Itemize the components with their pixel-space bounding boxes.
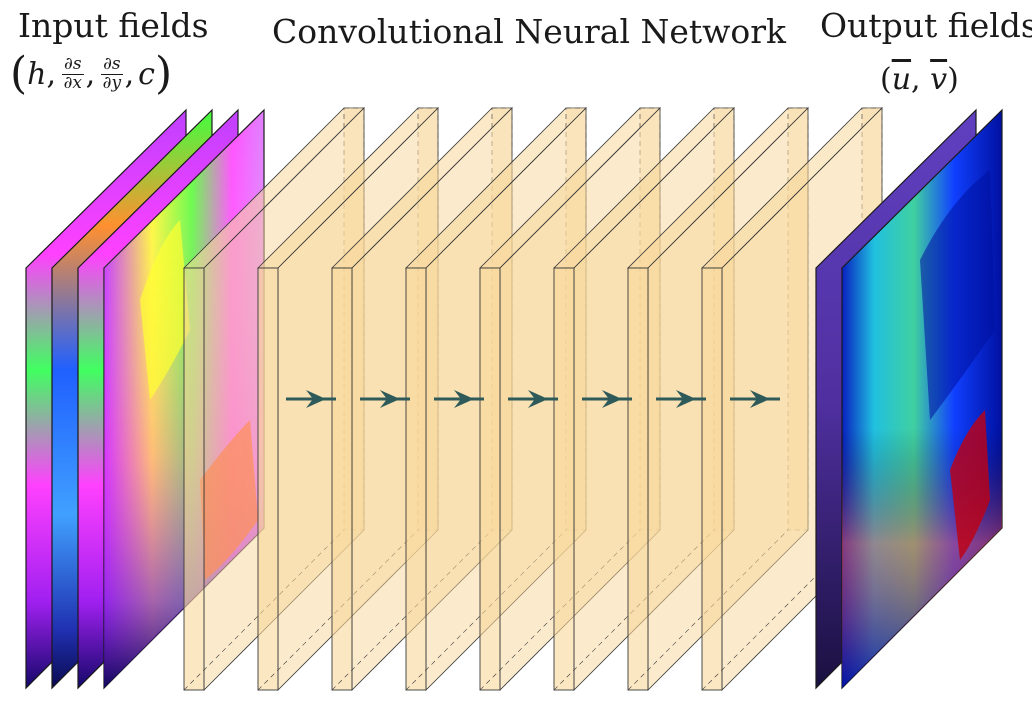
formula-out-sep: , (911, 62, 931, 97)
cnn-arrow-3 (434, 390, 484, 408)
formula-open-paren: ( (10, 48, 28, 99)
formula-h: h (27, 56, 47, 92)
output-field-v-dark-region (920, 170, 995, 420)
formula-v-bar: v (930, 62, 948, 97)
cnn-arrow-7 (730, 390, 780, 408)
formula-dsdx-num: ∂s (62, 53, 84, 75)
output-fields-title: Output fields (820, 6, 1032, 45)
output-field-v-hotspot (950, 410, 990, 560)
input-fields-title: Input fields (18, 6, 209, 45)
input-fields-formula: ( h, ∂s ∂x , ∂s ∂y , c ) (10, 48, 173, 99)
formula-dsdy-num: ∂s (101, 53, 123, 75)
cnn-arrow-4 (508, 390, 558, 408)
formula-out-close: ) (947, 62, 959, 97)
network-title: Convolutional Neural Network (272, 12, 787, 51)
formula-dsdx: ∂s ∂x (62, 53, 84, 93)
formula-dsdy-den: ∂y (102, 72, 122, 93)
formula-c: c (138, 56, 155, 92)
output-fields-stack (815, 108, 1003, 690)
cnn-arrow-6 (656, 390, 706, 408)
cnn-arrow-2 (360, 390, 410, 408)
formula-dsdy: ∂s ∂y (101, 53, 123, 93)
input-field-c-yellow-band (140, 220, 190, 400)
cnn-arrow-5 (582, 390, 632, 408)
formula-u-bar: u (891, 62, 912, 97)
output-fields-formula: (u, v) (880, 62, 959, 97)
formula-out-open: ( (880, 62, 892, 97)
formula-dsdx-den: ∂x (63, 72, 82, 93)
cnn-arrows (286, 390, 780, 408)
cnn-arrow-1 (286, 390, 336, 408)
formula-close-paren: ) (154, 48, 173, 99)
